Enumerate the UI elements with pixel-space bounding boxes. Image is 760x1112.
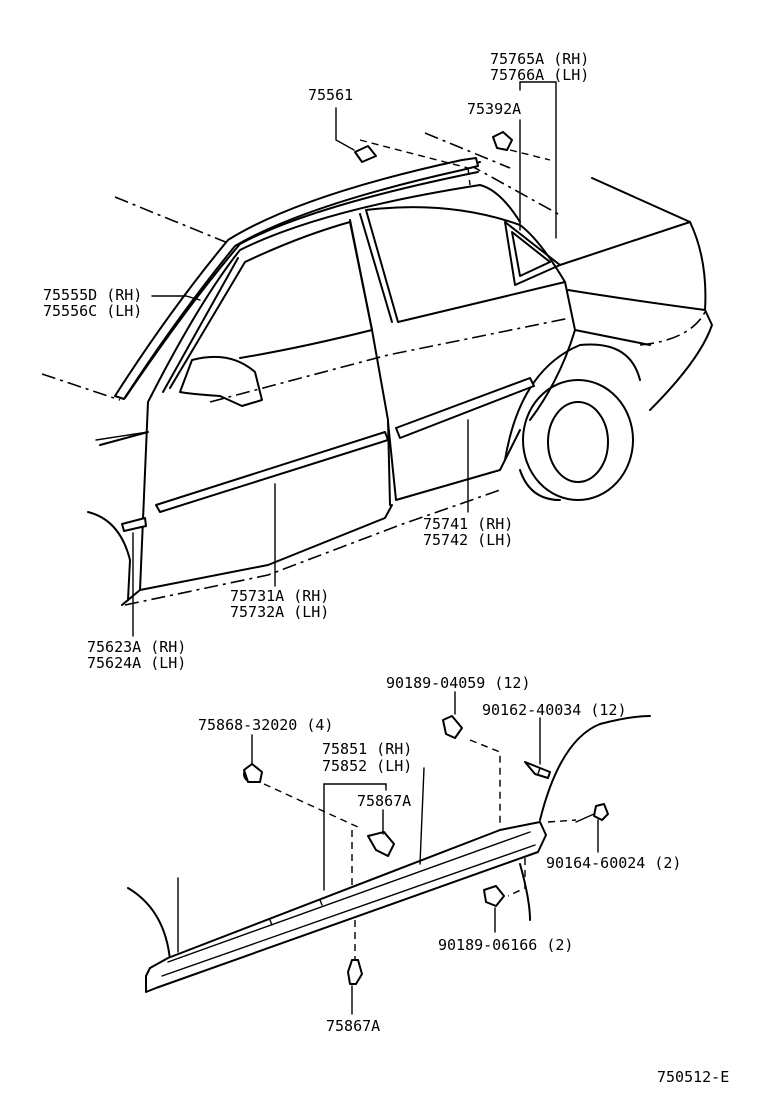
assembly-lines-lower [263,739,577,960]
leader-lines-lower [251,691,599,1015]
part-labels: 75765A (RH) 75766A (LH) 75561 75392A 755… [43,50,729,1086]
label-90189-04059: 90189-04059 (12) [386,674,531,692]
label-75765a-rh: 75765A (RH) [490,50,589,68]
clip-75392a-part [492,131,513,151]
screw-90162-40034-part [524,761,551,779]
label-75851-rh: 75851 (RH) [322,740,412,758]
label-75623a-rh: 75623A (RH) [87,638,186,656]
front-door-moulding-part [155,431,389,513]
clip-75867a-bottom-part [347,959,363,985]
label-75731a-rh: 75731A (RH) [230,587,329,605]
label-75742-lh: 75742 (LH) [423,531,513,549]
label-75867a-bottom: 75867A [326,1017,380,1035]
clip-75868-32020-part [243,763,263,783]
label-75624a-lh: 75624A (LH) [87,654,186,672]
fender-emblem-part [121,517,147,532]
label-75867a-top: 75867A [357,792,411,810]
label-75392a: 75392A [467,100,521,118]
clip-90189-06166-part [483,885,505,907]
label-75556c-lh: 75556C (LH) [43,302,142,320]
label-75868-32020: 75868-32020 (4) [198,716,333,734]
leader-lines-upper [132,81,557,637]
rocker-moulding-area [127,715,651,993]
label-75741-rh: 75741 (RH) [423,515,513,533]
clip-75867a-top-part [367,831,395,857]
label-90189-06166: 90189-06166 (2) [438,936,573,954]
label-90162-40034: 90162-40034 (12) [482,701,627,719]
label-75852-lh: 75852 (LH) [322,757,412,775]
label-90164-60024: 90164-60024 (2) [546,854,681,872]
label-75766a-lh: 75766A (LH) [490,66,589,84]
label-75732a-lh: 75732A (LH) [230,603,329,621]
rear-door-moulding-part [395,377,535,439]
diagram-id: 750512-E [657,1068,729,1086]
label-75561: 75561 [308,86,353,104]
drip-moulding-part [114,157,479,400]
label-75555d-rh: 75555D (RH) [43,286,142,304]
screw-90164-60024-part [575,803,609,823]
clip-90189-04059-part [442,715,463,739]
clip-75561-part [354,145,377,163]
